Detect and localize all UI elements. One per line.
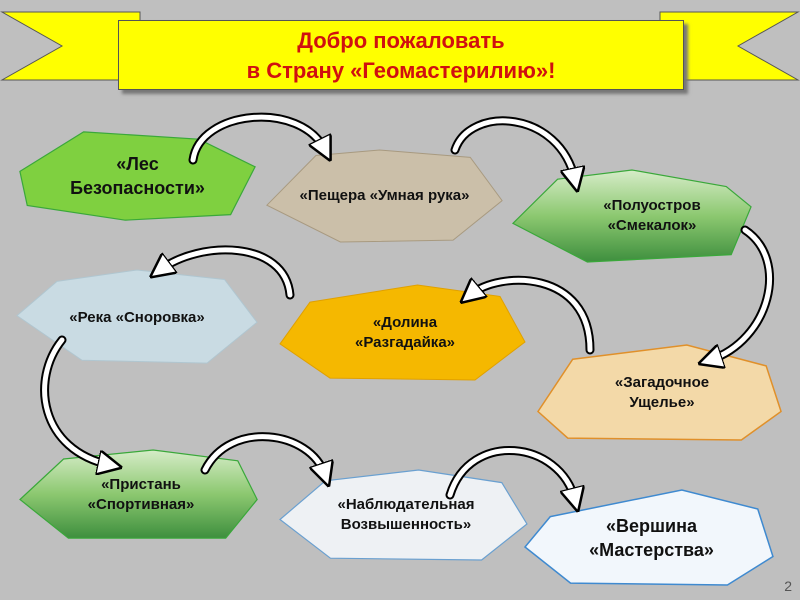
station-label: Ущелье» (629, 393, 695, 411)
station-label: «Пещера «Умная рука» (299, 187, 470, 204)
station-label: «Пристань (101, 476, 181, 493)
station-label: «Наблюдательная (337, 496, 475, 513)
station-label: «Река «Сноровка» (69, 308, 205, 326)
ribbon-ends (0, 11, 800, 81)
station-label: «Полуостров (603, 197, 701, 214)
station-label: Возвышенность» (340, 516, 472, 533)
station-label: «Долина (372, 313, 438, 331)
station-label: «Загадочное (614, 373, 710, 391)
station-pier[interactable]: «Пристань «Спортивная» (20, 450, 262, 540)
station-label: «Вершина (606, 515, 697, 536)
title-line1: Добро пожаловать (297, 28, 505, 53)
station-label: «Спортивная» (87, 496, 195, 513)
station-label: «Мастерства» (589, 539, 714, 560)
station-river[interactable]: «Река «Сноровка» (12, 270, 262, 365)
station-valley[interactable]: «Долина «Разгадайка» (280, 285, 530, 380)
station-peninsula[interactable]: «Полуостров «Смекалок» (508, 170, 756, 262)
station-label: «Разгадайка» (355, 333, 455, 351)
station-cave[interactable]: «Пещера «Умная рука» (262, 150, 507, 242)
page-number: 2 (784, 578, 792, 594)
station-summit[interactable]: «Вершина «Мастерства» (525, 490, 778, 585)
station-label: «Лес (116, 154, 159, 174)
station-label: Безопасности» (70, 178, 205, 198)
title-line2: в Страну «Геомастерилию»! (246, 58, 556, 83)
station-label: «Смекалок» (607, 217, 697, 234)
title-banner: Добро пожаловать в Страну «Геомастерилию… (118, 20, 684, 90)
